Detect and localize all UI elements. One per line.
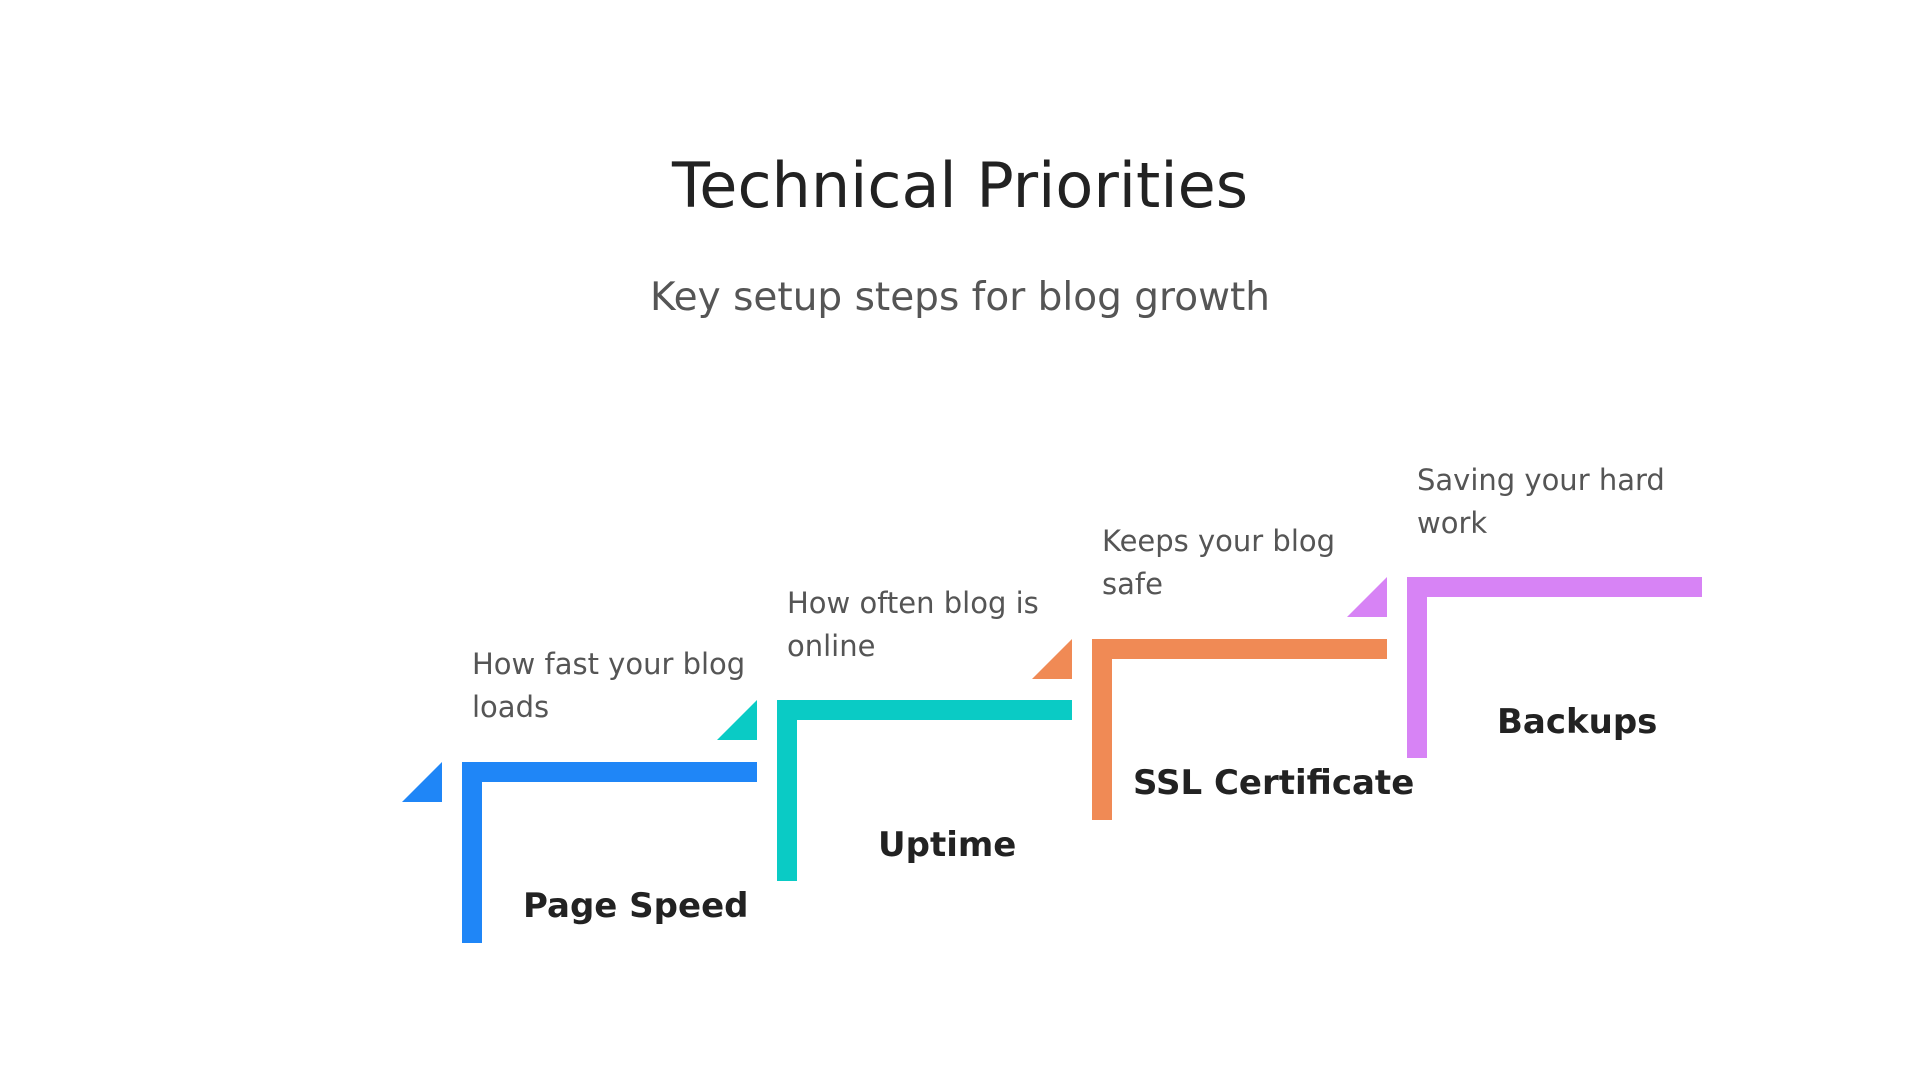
- step-1-horizontal-bar: [462, 762, 757, 782]
- step-1-label: Page Speed: [523, 886, 749, 926]
- step-4-horizontal-bar: [1407, 577, 1702, 597]
- page-title: Technical Priorities: [671, 149, 1249, 222]
- step-3-description: Keeps your blog safe: [1102, 524, 1336, 601]
- step-3-label: SSL Certificate: [1133, 763, 1415, 803]
- step-2-vertical-bar: [777, 700, 797, 881]
- step-2-horizontal-bar: [777, 700, 1072, 720]
- step-4-label: Backups: [1497, 702, 1658, 742]
- step-4-description: Saving your hard work: [1417, 463, 1665, 540]
- step-1-corner-triangle: [402, 762, 442, 802]
- page-subtitle: Key setup steps for blog growth: [650, 275, 1270, 320]
- step-2-description: How often blog is online: [787, 586, 1039, 663]
- step-1-description: How fast your blog loads: [472, 647, 746, 724]
- step-4-vertical-bar: [1407, 577, 1427, 758]
- step-2-label: Uptime: [878, 825, 1017, 865]
- step-3-horizontal-bar: [1092, 639, 1387, 659]
- step-1-vertical-bar: [462, 762, 482, 943]
- step-3-vertical-bar: [1092, 639, 1112, 820]
